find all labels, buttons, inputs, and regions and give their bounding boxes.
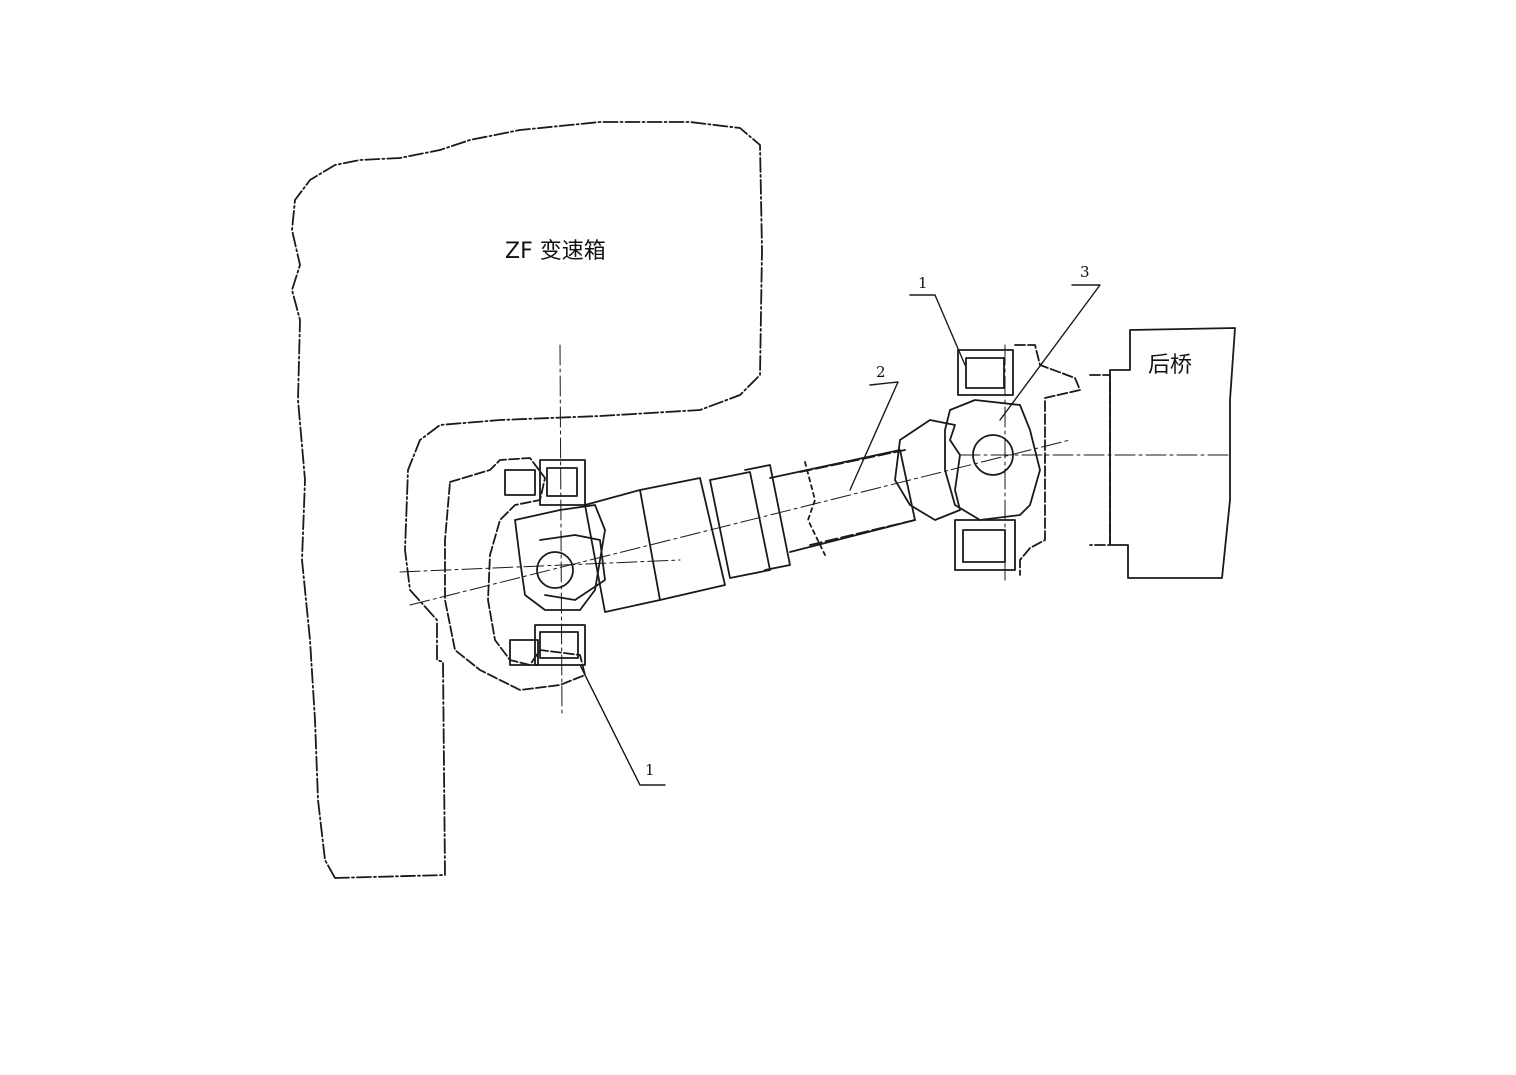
- right-bolt-bottom-inner: [962, 529, 1006, 563]
- left-yoke-arm: [539, 534, 606, 601]
- shaft-ring-2: [744, 464, 791, 571]
- left-bolt-top: [539, 459, 586, 506]
- rear-axle-housing: [1109, 327, 1236, 579]
- shaft-body-inner: [799, 449, 916, 546]
- leader-2: [849, 381, 899, 491]
- callout-2: 2: [876, 363, 886, 381]
- shaft-break-line: [804, 461, 826, 556]
- left-flange-housing: [444, 457, 586, 691]
- left-yoke: [514, 504, 606, 611]
- right-bolt-bottom: [954, 519, 1016, 571]
- leader-1-right: [909, 294, 966, 366]
- left-bolt-top-inner: [546, 467, 578, 497]
- right-bolt-top: [957, 349, 1014, 396]
- left-bolt-bottom-inner: [539, 631, 579, 659]
- callout-1-right: 1: [918, 274, 928, 292]
- left-bolt-bottom: [534, 624, 586, 666]
- centerline-horizontal-left: [399, 559, 681, 573]
- callout-1-left: 1: [645, 761, 655, 779]
- shaft-ring-1: [709, 471, 771, 579]
- leader-1-left: [579, 664, 666, 786]
- centerline-left-vertical: [559, 344, 563, 716]
- centerline-shaft: [409, 439, 1071, 606]
- rear-axle-label: 后桥: [1148, 353, 1192, 378]
- leader-3: [999, 284, 1101, 421]
- right-bolt-top-inner: [965, 357, 1005, 389]
- right-flange-plate: [1089, 374, 1111, 546]
- callout-3: 3: [1080, 263, 1090, 281]
- shaft-coupler-left-b: [639, 477, 726, 601]
- gearbox-label: ZF 变速箱: [505, 239, 606, 264]
- gearbox-outline: [291, 121, 763, 879]
- left-cross-pin: [536, 551, 574, 589]
- left-nut-top: [504, 469, 536, 496]
- left-nut-bottom: [509, 639, 539, 666]
- right-flange-mount: [1014, 344, 1081, 576]
